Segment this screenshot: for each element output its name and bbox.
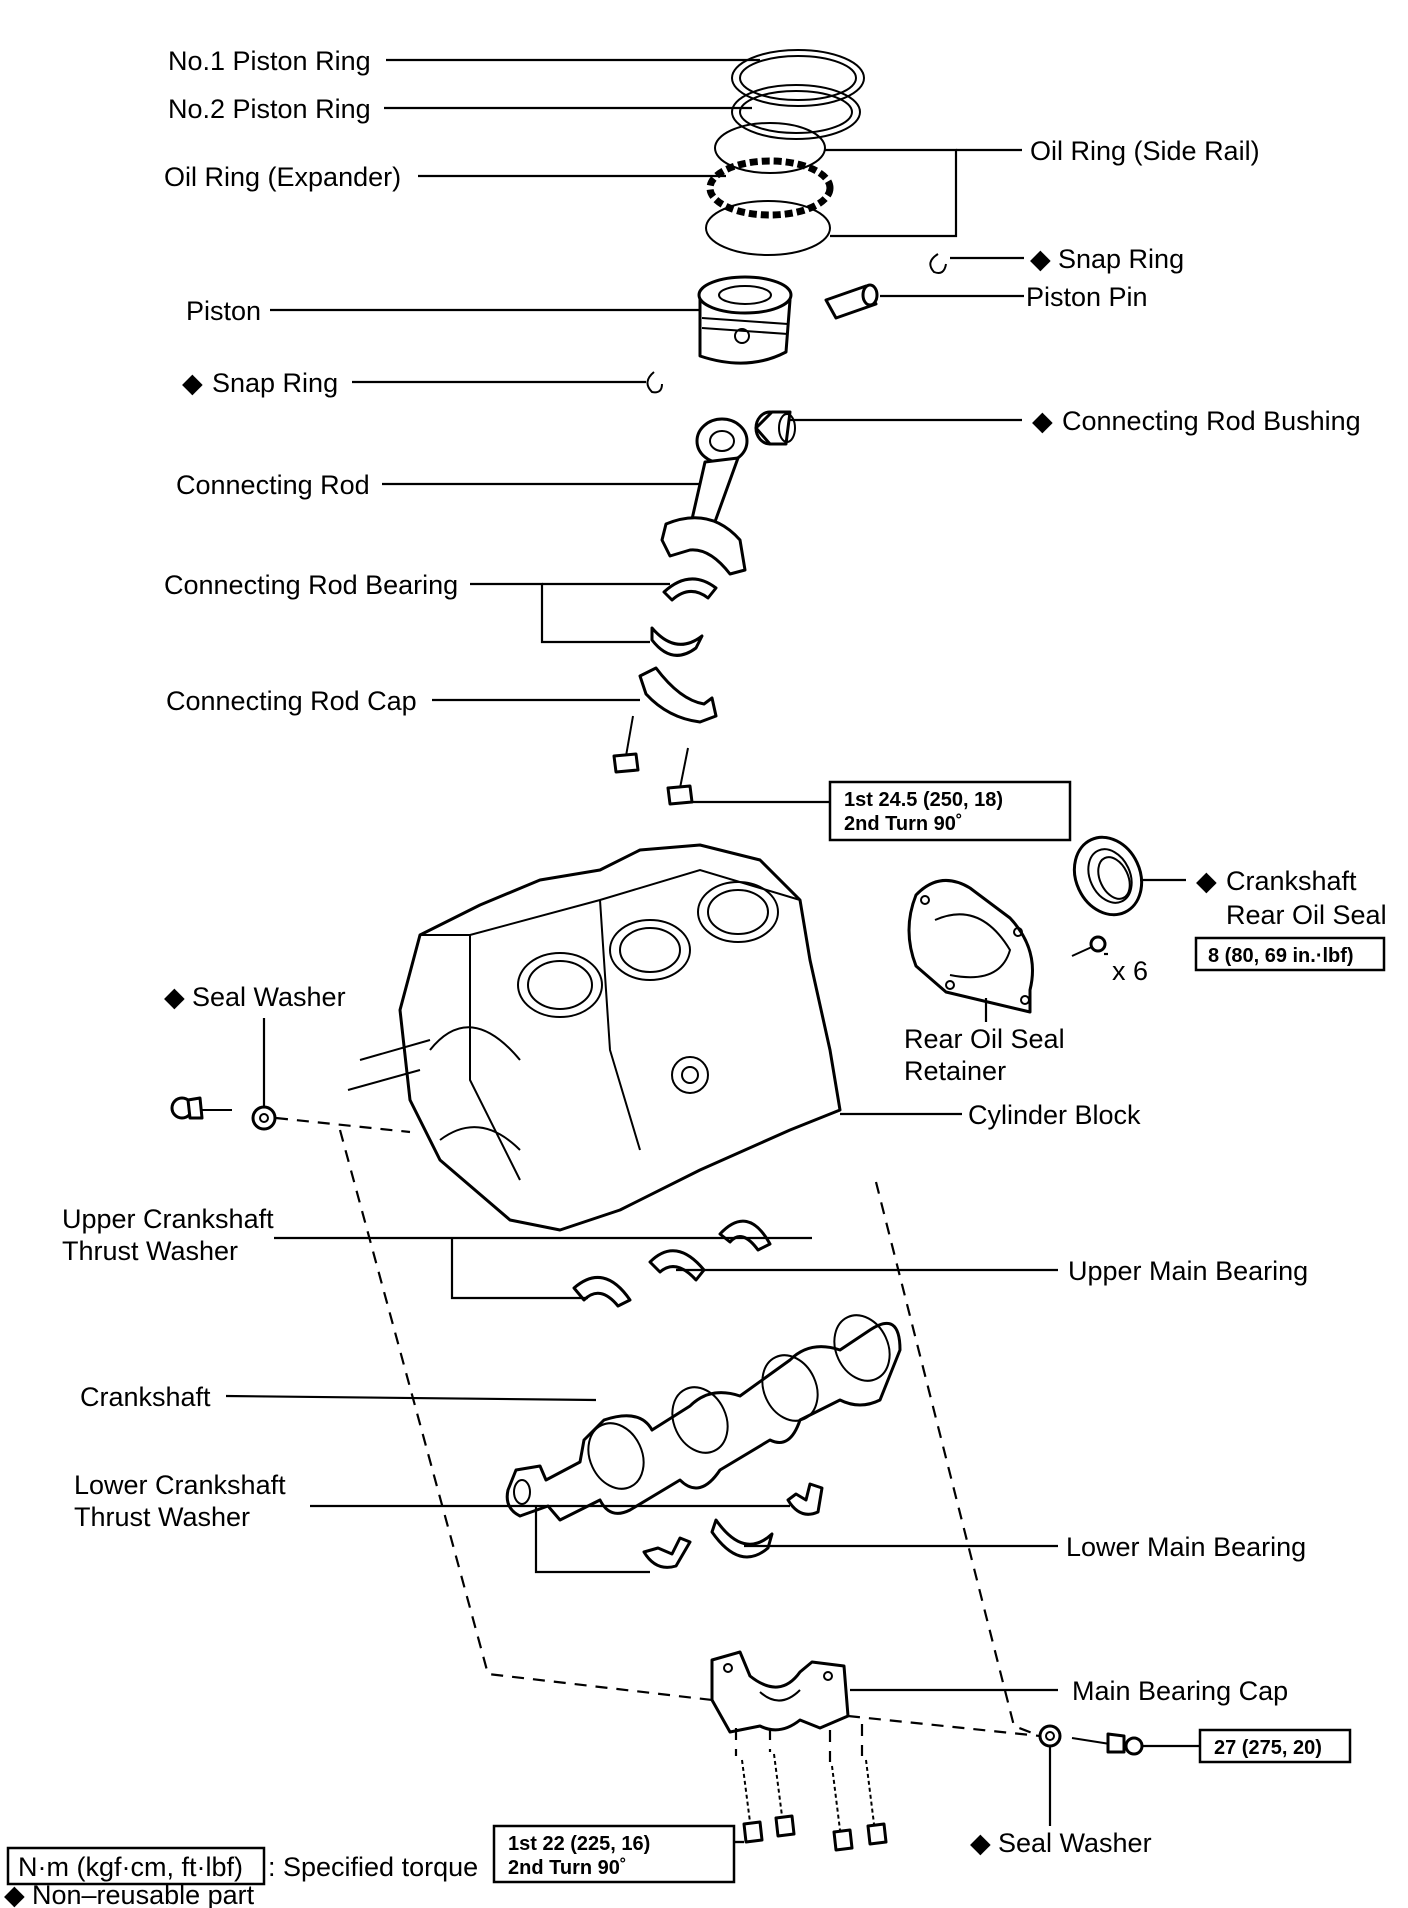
label-upper-main-bearing: Upper Main Bearing xyxy=(1068,1256,1308,1286)
label-oil-ring-expander: Oil Ring (Expander) xyxy=(164,162,401,192)
main-cap-bolt-3-drawing xyxy=(831,1765,854,1852)
piston-pin-drawing xyxy=(824,283,879,320)
label-snap-ring-upper: Snap Ring xyxy=(1058,244,1184,274)
rod-cap-bolt-2-drawing xyxy=(666,747,694,806)
label-main-bearing-cap: Main Bearing Cap xyxy=(1072,1676,1288,1706)
label-no1-piston-ring: No.1 Piston Ring xyxy=(168,46,371,76)
nonreusable-marker: ◆ xyxy=(1196,866,1217,896)
snap-ring-upper-drawing xyxy=(929,253,947,274)
nonreusable-marker: ◆ xyxy=(1032,406,1053,436)
label-lower-thrust-washer-line1: Lower Crankshaft xyxy=(74,1470,286,1500)
snap-ring-left-drawing xyxy=(646,371,663,394)
label-crankshaft-rear-oil-seal-line2: Rear Oil Seal xyxy=(1226,900,1387,930)
side-bolt-bottom-drawing xyxy=(1071,1732,1144,1756)
nonreusable-marker: ◆ xyxy=(970,1828,991,1858)
legend: N·m (kgf·cm, ft·lbf) : Specified torque … xyxy=(4,1846,478,1908)
label-connecting-rod-bushing: Connecting Rod Bushing xyxy=(1062,406,1361,436)
rod-cap-bolt-1-drawing xyxy=(612,715,640,774)
nonreusable-marker: ◆ xyxy=(1030,244,1051,274)
label-crankshaft: Crankshaft xyxy=(80,1382,211,1412)
label-piston: Piston xyxy=(186,296,261,326)
torque-box-rod-cap: 1st 24.5 (250, 18) 2nd Turn 90˚ xyxy=(828,780,1072,842)
oil-ring-side-rail-upper xyxy=(714,122,826,174)
crankshaft-drawing xyxy=(505,1314,902,1522)
label-no2-piston-ring: No.2 Piston Ring xyxy=(168,94,371,124)
lower-thrust-washer-drawing xyxy=(642,1482,824,1569)
nonreusable-marker: ◆ xyxy=(4,1880,25,1908)
main-cap-bolt-4-drawing xyxy=(865,1759,888,1846)
part-labels: No.1 Piston Ring No.2 Piston Ring Oil Ri… xyxy=(62,46,1387,1858)
main-cap-bolt-1-drawing xyxy=(741,1759,764,1844)
label-rear-oil-seal-retainer-line2: Retainer xyxy=(904,1056,1006,1086)
connecting-rod-bushing-drawing xyxy=(754,410,796,446)
lower-main-bearing-drawing xyxy=(710,1518,774,1559)
nonreusable-marker: ◆ xyxy=(164,982,185,1012)
label-connecting-rod-cap: Connecting Rod Cap xyxy=(166,686,417,716)
leader-lines xyxy=(225,58,1200,1844)
seal-washer-bottom-drawing xyxy=(1038,1724,1062,1748)
label-connecting-rod-bearing: Connecting Rod Bearing xyxy=(164,570,458,600)
main-bearing-cap-drawing xyxy=(710,1650,850,1734)
legend-unit-desc: : Specified torque xyxy=(268,1852,478,1882)
label-connecting-rod: Connecting Rod xyxy=(176,470,370,500)
retainer-bolt-drawing xyxy=(1071,935,1107,957)
torque-box-side-bolt: 27 (275, 20) xyxy=(1198,1728,1352,1764)
torque-rod-cap-line1: 1st 24.5 (250, 18) xyxy=(844,789,1003,811)
side-bolt-top-drawing xyxy=(170,1096,232,1120)
label-lower-thrust-washer-line2: Thrust Washer xyxy=(74,1502,250,1532)
connecting-rod-drawing xyxy=(660,417,749,576)
no2-piston-ring xyxy=(731,84,861,140)
crankshaft-rear-oil-seal-drawing xyxy=(1072,835,1144,917)
alignment-dashed-lines xyxy=(275,1116,1041,1762)
label-cylinder-block: Cylinder Block xyxy=(968,1100,1141,1130)
oil-ring-expander xyxy=(706,157,834,219)
main-cap-bolt-2-drawing xyxy=(773,1753,796,1838)
label-oil-ring-side-rail: Oil Ring (Side Rail) xyxy=(1030,136,1260,166)
torque-main-cap-line1: 1st 22 (225, 16) xyxy=(508,1833,650,1855)
label-x6: x 6 xyxy=(1112,956,1148,986)
legend-nonreusable: Non–reusable part xyxy=(32,1880,255,1908)
torque-retainer: 8 (80, 69 in.·lbf) xyxy=(1208,945,1354,967)
torque-box-main-cap: 1st 22 (225, 16) 2nd Turn 90˚ xyxy=(492,1824,736,1884)
legend-unit-box: N·m (kgf·cm, ft·lbf) xyxy=(18,1852,243,1882)
label-seal-washer-top: Seal Washer xyxy=(192,982,346,1012)
oil-ring-side-rail-lower xyxy=(705,200,831,256)
upper-main-bearing-drawing xyxy=(648,1249,706,1282)
label-piston-pin: Piston Pin xyxy=(1026,282,1148,312)
connecting-rod-bearing-upper-drawing xyxy=(662,577,718,602)
label-seal-washer-bottom: Seal Washer xyxy=(998,1828,1152,1858)
torque-box-retainer: 8 (80, 69 in.·lbf) xyxy=(1194,936,1386,972)
rear-oil-seal-retainer-drawing xyxy=(907,878,1034,1014)
torque-side-bolt: 27 (275, 20) xyxy=(1214,1737,1322,1759)
label-crankshaft-rear-oil-seal-line1: Crankshaft xyxy=(1226,866,1357,896)
label-upper-thrust-washer-line1: Upper Crankshaft xyxy=(62,1204,274,1234)
label-upper-thrust-washer-line2: Thrust Washer xyxy=(62,1236,238,1266)
label-rear-oil-seal-retainer-line1: Rear Oil Seal xyxy=(904,1024,1065,1054)
seal-washer-top-drawing xyxy=(251,1105,277,1131)
label-lower-main-bearing: Lower Main Bearing xyxy=(1066,1532,1306,1562)
connecting-rod-cap-drawing xyxy=(638,666,718,724)
torque-main-cap-line2: 2nd Turn 90˚ xyxy=(508,1856,627,1879)
no1-piston-ring xyxy=(731,49,865,107)
connecting-rod-bearing-lower-drawing xyxy=(650,626,704,657)
torque-rod-cap-line2: 2nd Turn 90˚ xyxy=(844,812,963,835)
label-snap-ring-left: Snap Ring xyxy=(212,368,338,398)
piston-drawing xyxy=(697,275,793,365)
nonreusable-marker: ◆ xyxy=(182,368,203,398)
cylinder-block-drawing xyxy=(347,843,842,1232)
